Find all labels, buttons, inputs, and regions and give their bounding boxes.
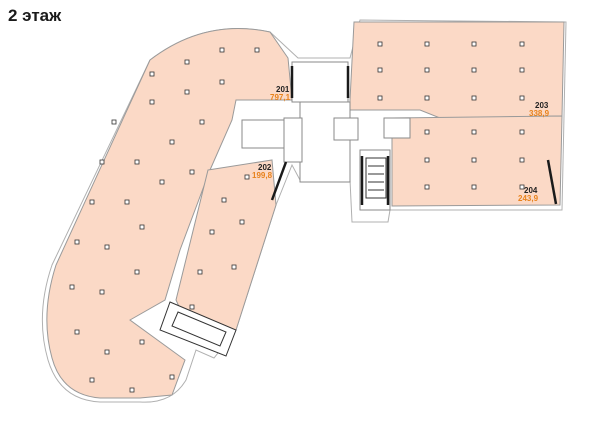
svg-text:203: 203 xyxy=(535,101,549,110)
svg-text:797,1: 797,1 xyxy=(270,93,291,102)
unit-label-203: 203 338,9 xyxy=(529,101,550,118)
floor-title: 2 этаж xyxy=(8,6,62,25)
svg-text:201: 201 xyxy=(276,85,290,94)
svg-text:199,8: 199,8 xyxy=(252,171,273,180)
walls xyxy=(270,66,558,205)
unit-label-201: 201 797,1 xyxy=(270,85,291,102)
svg-text:338,9: 338,9 xyxy=(529,109,550,118)
columns xyxy=(69,41,525,393)
svg-text:243,9: 243,9 xyxy=(518,194,539,203)
unit-label-204: 204 243,9 xyxy=(518,186,539,203)
unit-label-202: 202 199,8 xyxy=(252,163,273,180)
unit-204-area[interactable] xyxy=(391,115,563,207)
lower-stair-core xyxy=(159,301,237,357)
service-core xyxy=(241,61,411,211)
unit-201-area[interactable] xyxy=(46,28,293,399)
svg-text:202: 202 xyxy=(258,163,272,172)
svg-text:204: 204 xyxy=(524,186,538,195)
stair-core xyxy=(365,157,387,199)
